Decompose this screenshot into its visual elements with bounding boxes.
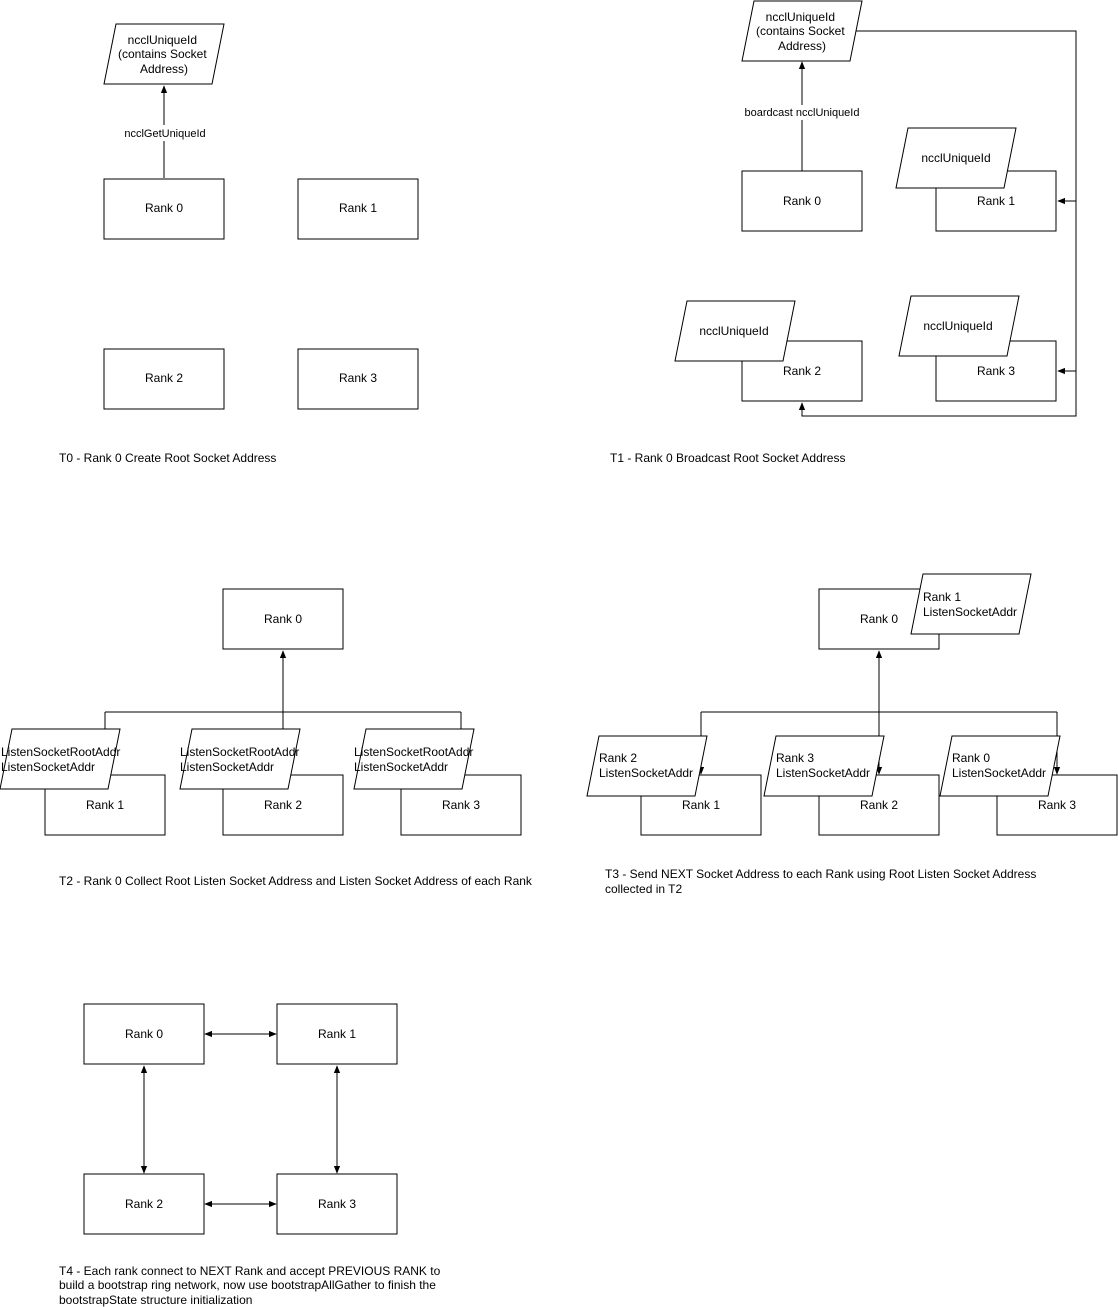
t4-rank0-node (83, 1003, 205, 1065)
t0-section: ncclGetUniqueId ncclUniqueId (contains S… (59, 23, 419, 465)
t1-rank3-uniqueid-shape (898, 295, 1020, 357)
t3-rank3-label: Rank 3 (1038, 798, 1076, 812)
t1-rank3-label: Rank 3 (977, 364, 1015, 378)
t4-rank2-label: Rank 2 (125, 1197, 163, 1211)
t1-rank2-label: Rank 2 (783, 364, 821, 378)
t4-rank3-label: Rank 3 (318, 1197, 356, 1211)
t0-edge-label: ncclGetUniqueId (124, 128, 205, 140)
t1-uniqueid-shape (741, 0, 863, 62)
t1-rank0-label: Rank 0 (783, 194, 821, 208)
t4-rank1-node (276, 1003, 398, 1065)
t0-caption: T0 - Rank 0 Create Root Socket Address (59, 451, 276, 465)
t0-rank0-node (103, 178, 225, 240)
t2-rank3-addr-label: ListenSocketRootAddr ListenSocketAddr (354, 745, 477, 774)
t4-rank2-node (83, 1173, 205, 1235)
t2-rank3-addr-shape (353, 728, 475, 790)
t3-rank0-addr-shape (910, 573, 1032, 635)
t4-rank0-label: Rank 0 (125, 1027, 163, 1041)
t3-rank0-label: Rank 0 (860, 612, 898, 626)
t0-uniqueid-label: ncclUniqueId (contains Socket Address) (118, 33, 210, 76)
t2-section: Rank 0 Rank 1 ListenSocketRootAddr Liste… (0, 588, 533, 888)
t3-caption: T3 - Send NEXT Socket Address to each Ra… (605, 867, 1040, 896)
t0-rank2-label: Rank 2 (145, 371, 183, 385)
t0-rank1-node (297, 178, 419, 240)
t1-rank1-label: Rank 1 (977, 194, 1015, 208)
t1-rank2-uniqueid-shape (674, 300, 796, 362)
t2-rank2-addr-shape (179, 728, 301, 790)
t4-caption: T4 - Each rank connect to NEXT Rank and … (59, 1264, 444, 1307)
t1-rank2-uniqueid-label: ncclUniqueId (699, 324, 768, 338)
t0-rank2-node (103, 348, 225, 410)
t0-rank1-label: Rank 1 (339, 201, 377, 215)
t3-rank3-addr-label: Rank 0 ListenSocketAddr (952, 751, 1046, 780)
t3-rank1-addr-label: Rank 2 ListenSocketAddr (599, 751, 693, 780)
t1-broadcast-bus (798, 30, 1077, 417)
t2-rank3-label: Rank 3 (442, 798, 480, 812)
t3-rank2-label: Rank 2 (860, 798, 898, 812)
t3-rank2-addr-shape (763, 735, 885, 797)
t3-rank3-addr-shape (939, 735, 1061, 797)
t4-rank1-label: Rank 1 (318, 1027, 356, 1041)
t1-rank0-node (741, 170, 863, 232)
t2-rank1-addr-shape (0, 728, 121, 790)
t3-rank1-label: Rank 1 (682, 798, 720, 812)
t2-caption: T2 - Rank 0 Collect Root Listen Socket A… (59, 874, 533, 888)
t2-rank1-label: Rank 1 (86, 798, 124, 812)
t2-rank2-label: Rank 2 (264, 798, 302, 812)
t1-uniqueid-label: ncclUniqueId (contains Socket Address) (756, 10, 848, 53)
t1-edge-label: boardcast ncclUniqueId (745, 107, 860, 119)
t1-caption: T1 - Rank 0 Broadcast Root Socket Addres… (610, 451, 845, 465)
t1-rank1-uniqueid-label: ncclUniqueId (921, 151, 990, 165)
t0-rank3-node (297, 348, 419, 410)
t3-section: Rank 0 Rank 1 ListenSocketAddr Rank 1 Ra… (586, 573, 1118, 896)
t0-rank0-label: Rank 0 (145, 201, 183, 215)
t2-rank0-label: Rank 0 (264, 612, 302, 626)
t2-rank0-node (222, 588, 344, 650)
t3-rank1-addr-shape (586, 735, 708, 797)
t1-rank1-uniqueid-shape (895, 127, 1017, 189)
t3-rank2-addr-label: Rank 3 ListenSocketAddr (776, 751, 870, 780)
t2-rank2-addr-label: ListenSocketRootAddr ListenSocketAddr (180, 745, 303, 774)
t0-uniqueid-shape (103, 23, 225, 85)
t1-section: boardcast ncclUniqueId ncclUniqueId (con… (610, 0, 1077, 465)
t3-rank0-addr-label: Rank 1 ListenSocketAddr (923, 590, 1017, 619)
t4-section: Rank 0 Rank 1 Rank 2 Rank 3 T4 - Each ra… (59, 1003, 444, 1307)
t0-rank3-label: Rank 3 (339, 371, 377, 385)
t2-rank1-addr-label: ListenSocketRootAddr ListenSocketAddr (1, 745, 124, 774)
t1-rank3-uniqueid-label: ncclUniqueId (923, 319, 992, 333)
t4-rank3-node (276, 1173, 398, 1235)
